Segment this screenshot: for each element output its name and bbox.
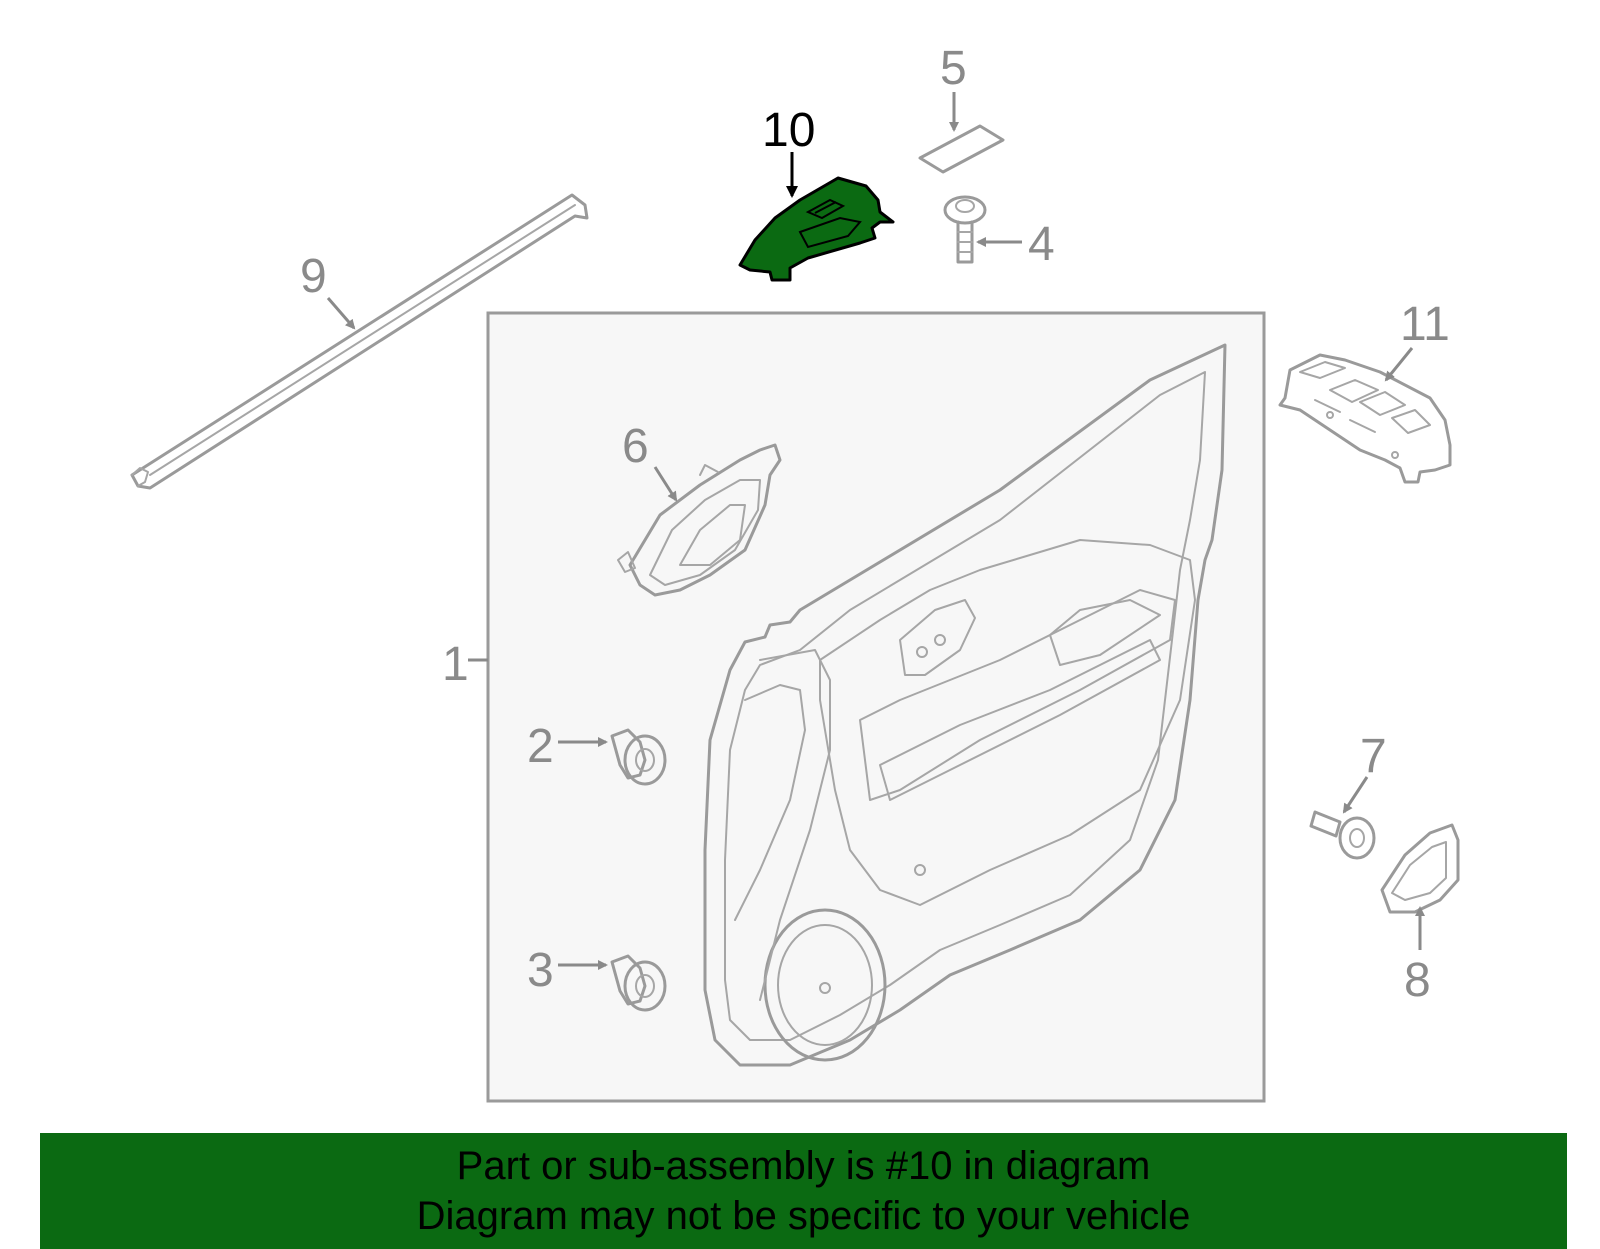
callout-2: 2: [527, 720, 554, 773]
leader-9: [326, 297, 356, 330]
part-5-pad[interactable]: [918, 124, 1005, 174]
part-6-handle-bezel[interactable]: [617, 443, 782, 597]
callout-11: 11: [1400, 298, 1450, 351]
part-9-belt-molding[interactable]: [130, 193, 589, 490]
callout-4: 4: [1028, 218, 1055, 271]
callout-1: 1: [442, 638, 469, 691]
info-banner: Part or sub-assembly is #10 in diagram D…: [40, 1133, 1567, 1249]
leader-11: [1384, 347, 1414, 382]
callout-3: 3: [527, 944, 554, 997]
banner-line-disclaimer: Diagram may not be specific to your vehi…: [416, 1194, 1191, 1238]
part-1-door-trim-panel[interactable]: [486, 311, 1266, 1103]
banner-line-part: Part or sub-assembly is #10 in diagram: [456, 1144, 1151, 1188]
part-4-screw[interactable]: [943, 195, 987, 264]
part-10-switch-bezel[interactable]: [738, 176, 895, 282]
leader-7: [1342, 776, 1369, 814]
callout-5: 5: [940, 42, 967, 95]
parts-diagram: 1 2 3 4 5 6 7 8 9 10 11: [130, 42, 1460, 1103]
part-7-screw[interactable]: [1309, 810, 1376, 860]
callout-9: 9: [300, 250, 327, 303]
part-8-bezel[interactable]: [1380, 823, 1460, 914]
leader-6: [653, 466, 678, 502]
part-2-clip[interactable]: [610, 728, 667, 786]
callout-7: 7: [1360, 730, 1387, 783]
callout-8: 8: [1404, 954, 1431, 1007]
part-11-switch-assembly[interactable]: [1278, 353, 1452, 484]
callout-6: 6: [622, 420, 649, 473]
callout-10: 10: [762, 104, 815, 157]
part-3-clip[interactable]: [610, 954, 667, 1012]
